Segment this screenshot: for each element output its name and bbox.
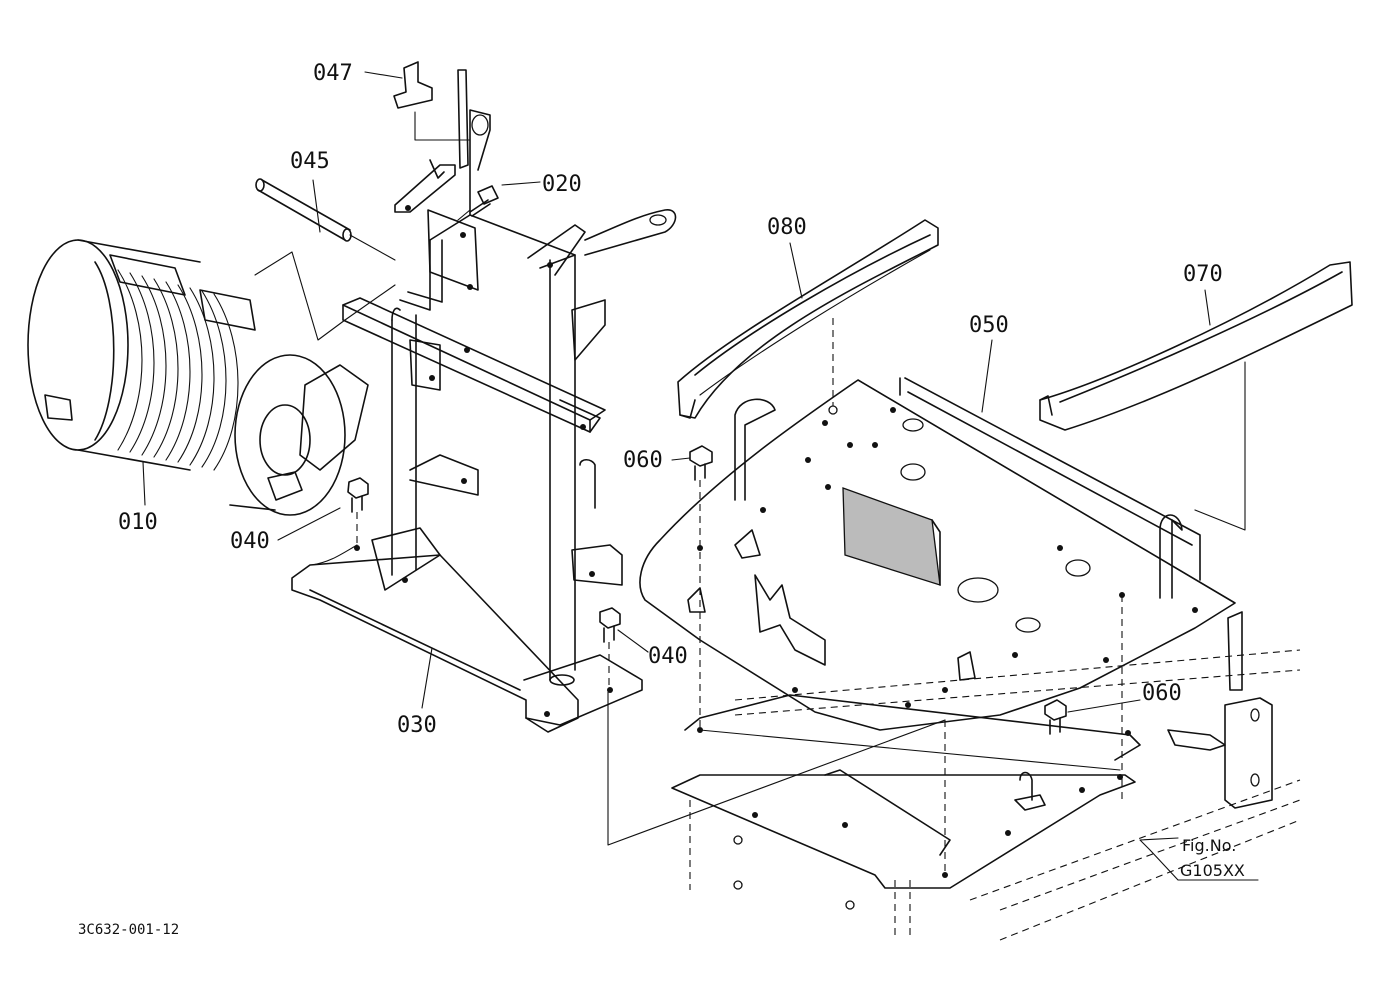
part-label-060-upper: 060 <box>623 448 663 473</box>
part-label-045: 045 <box>290 149 330 174</box>
part-label-060-lower: 060 <box>1142 681 1182 706</box>
bar-part-080[interactable] <box>677 219 939 419</box>
rod-part-045[interactable] <box>255 178 396 261</box>
part-label-040-upper: 040 <box>230 529 270 554</box>
part-label-020: 020 <box>542 172 582 197</box>
drawing-number: 3C632-001-12 <box>78 922 179 938</box>
bolt-part-040-upper[interactable] <box>311 477 369 566</box>
air-cleaner-part-010[interactable] <box>27 239 369 516</box>
figure-reference-line1: Fig.No. <box>1182 836 1236 855</box>
part-label-047: 047 <box>313 61 353 86</box>
leader-lines <box>142 71 1259 881</box>
bolt-part-060-lower[interactable] <box>1044 699 1067 735</box>
part-label-040-lower: 040 <box>648 644 688 669</box>
part-label-080: 080 <box>767 215 807 240</box>
figure-reference-line2: G105XX <box>1180 861 1245 880</box>
part-label-010: 010 <box>118 510 158 535</box>
frame-part-030[interactable] <box>291 69 677 733</box>
part-label-030: 030 <box>397 713 437 738</box>
floor-plate-part-050[interactable] <box>639 377 1236 780</box>
underframe-reference <box>607 611 1301 941</box>
part-label-050: 050 <box>969 313 1009 338</box>
bar-part-070[interactable] <box>1039 261 1353 531</box>
clip-part-047[interactable] <box>393 61 471 179</box>
bolt-part-060-upper[interactable] <box>689 445 713 730</box>
part-label-070: 070 <box>1183 262 1223 287</box>
bolt-part-040-lower[interactable] <box>599 607 621 685</box>
bolt-part-020[interactable] <box>457 185 499 221</box>
